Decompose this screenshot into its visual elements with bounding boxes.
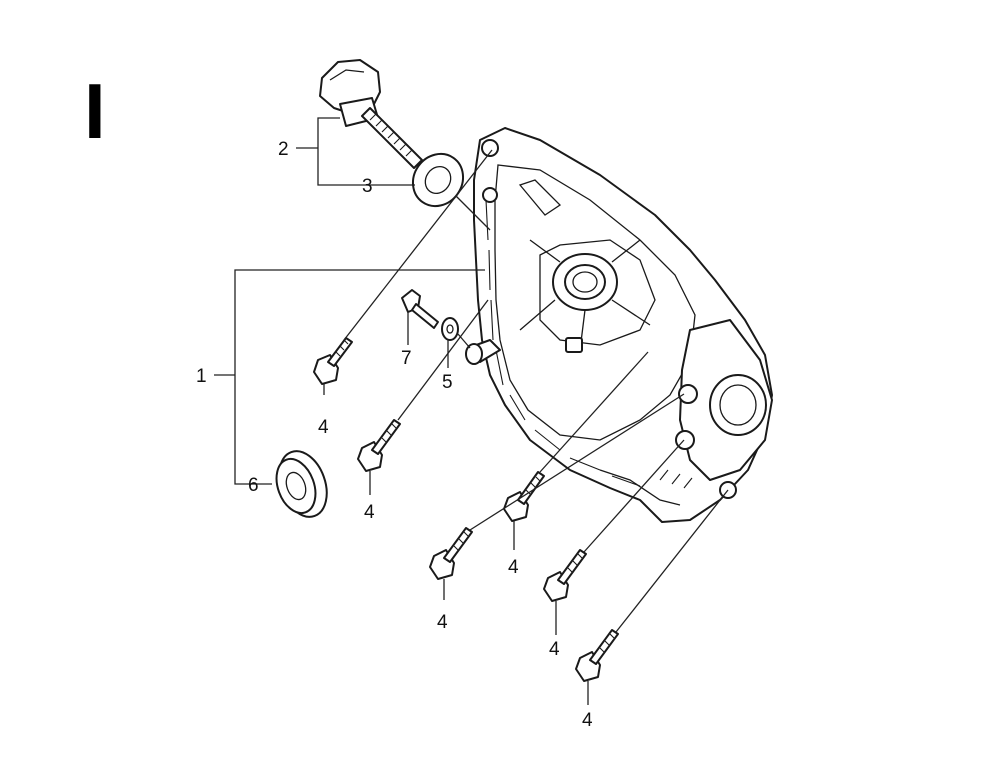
callout-2: 2	[278, 139, 289, 160]
callout-3: 3	[362, 176, 373, 197]
washer	[441, 317, 459, 341]
callout-4b: 4	[364, 502, 375, 523]
flange-bolt-5	[543, 549, 587, 602]
oil-filler-cap	[319, 59, 423, 169]
small-bolt	[401, 289, 439, 329]
leader-lines	[214, 117, 729, 705]
flange-bolt-1	[313, 337, 353, 385]
crankcase-cover	[465, 127, 773, 523]
callout-7: 7	[401, 348, 412, 369]
callout-5: 5	[442, 372, 453, 393]
callout-4f: 4	[582, 710, 593, 731]
callout-6: 6	[248, 475, 259, 496]
flange-bolt-6	[575, 629, 619, 682]
flange-bolt-3	[429, 527, 473, 580]
callout-1: 1	[196, 366, 207, 387]
flange-bolt-2	[357, 419, 401, 472]
section-letter: I	[84, 67, 106, 155]
callout-4a: 4	[318, 417, 329, 438]
oil-seal	[275, 450, 328, 518]
flange-bolt-4	[503, 471, 545, 522]
o-ring	[411, 152, 465, 208]
callout-4c: 4	[437, 612, 448, 633]
callout-4e: 4	[549, 639, 560, 660]
callout-4d: 4	[508, 557, 519, 578]
